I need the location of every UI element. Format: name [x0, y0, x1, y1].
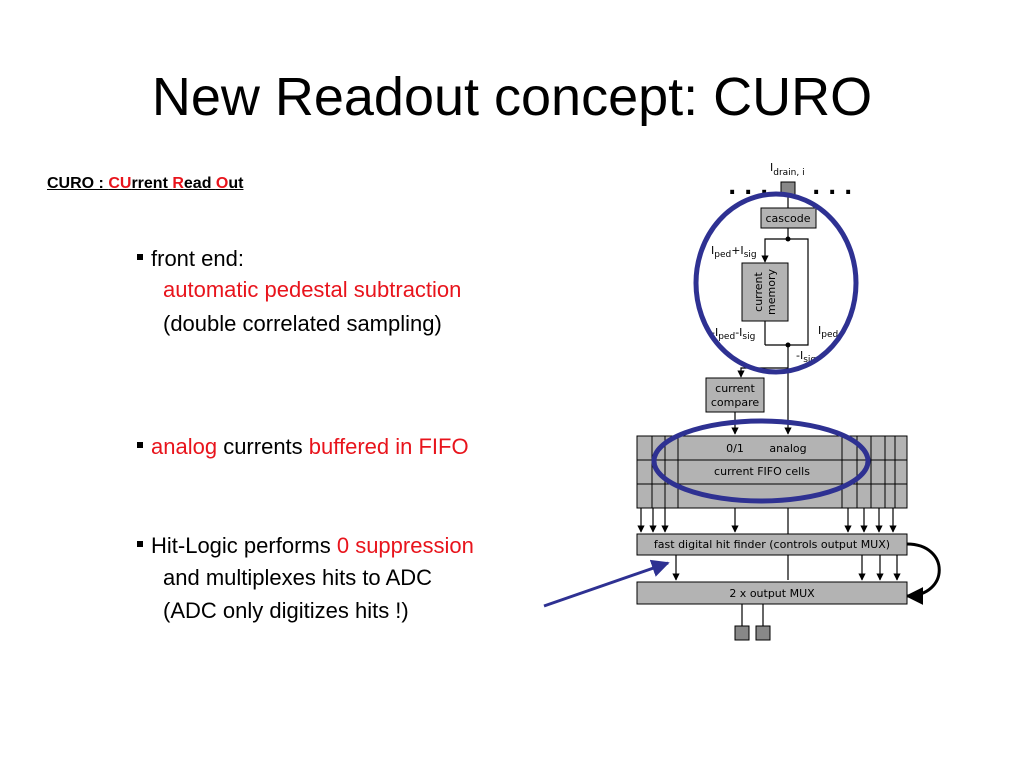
iped-isig-label: Iped+Isig	[711, 244, 757, 260]
cascode-label: cascode	[765, 212, 810, 225]
idrain-label: Idrain, i	[770, 161, 805, 178]
iped-label: Iped	[818, 324, 838, 340]
hit-logic-pointer-arrow	[543, 559, 670, 608]
subtitle-r: R	[172, 175, 184, 192]
fifo-highlight-ellipse	[651, 418, 871, 504]
front-end-label: front end:	[151, 246, 244, 271]
subtitle-rrent: rrent	[131, 175, 173, 192]
hit-logic-line2: and multiplexes hits to ADC	[163, 565, 433, 590]
fifo-01-label: 0/1	[726, 442, 744, 455]
bullet-marker	[137, 541, 143, 548]
neg-isig-label: -Isig	[796, 349, 816, 365]
fifo-cells-label: current FIFO cells	[714, 465, 810, 478]
bullet-front-end: front end:	[137, 244, 244, 274]
hit-finder-label: fast digital hit finder (controls output…	[654, 538, 890, 551]
subtitle-ead: ead	[183, 175, 216, 192]
output-pad	[734, 625, 750, 641]
current-compare-label-2: compare	[711, 396, 759, 409]
wire-to-memory	[761, 238, 788, 263]
output-mux-block	[636, 581, 908, 605]
neg-iped-isig-label: -Iped-Isig	[711, 326, 755, 342]
bullet-marker	[137, 442, 143, 449]
current-memory-label-2: memory	[765, 269, 778, 315]
front-end-highlight-ellipse	[693, 191, 859, 375]
analog-part2: currents	[217, 434, 309, 459]
output-mux-label: 2 x output MUX	[729, 587, 815, 600]
subtitle-prefix: CURO :	[47, 175, 109, 192]
hit-logic-part2: 0 suppression	[336, 533, 474, 558]
subtitle-o: O	[215, 175, 229, 192]
fifo-analog-label: analog	[769, 442, 806, 455]
current-compare-block	[705, 377, 765, 413]
bullet-marker	[137, 254, 143, 261]
mux-control-loop-arrow	[905, 542, 941, 605]
current-compare-label-1: current	[715, 382, 755, 395]
analog-part3: buffered in FIFO	[308, 434, 469, 459]
subtitle-ut: ut	[228, 175, 244, 192]
front-end-line1: automatic pedestal subtraction	[163, 277, 462, 302]
hit-logic-line3: (ADC only digitizes hits !)	[163, 598, 409, 623]
current-memory-block	[741, 262, 789, 322]
bullet-hit-logic: Hit-Logic performs 0 suppression	[137, 531, 474, 561]
fifo-output-arrows	[637, 508, 897, 533]
bullet-analog: analog currents buffered in FIFO	[137, 432, 469, 462]
front-end-line2: (double correlated sampling)	[163, 311, 442, 336]
curo-definition: CURO : CUrrent Read Out	[47, 175, 243, 193]
analog-part1: analog	[151, 434, 218, 459]
wire-join	[765, 325, 809, 346]
output-pad	[755, 625, 771, 641]
dots-right: . . .	[812, 175, 852, 200]
wire-right	[788, 238, 809, 325]
current-memory-label-1: current	[752, 271, 765, 311]
mux-input-arrows	[672, 555, 901, 581]
wire-to-compare	[737, 345, 789, 378]
hit-logic-part1: Hit-Logic performs	[151, 533, 337, 558]
subtitle-cu: CU	[108, 175, 132, 192]
slide-title: New Readout concept: CURO	[151, 67, 873, 127]
